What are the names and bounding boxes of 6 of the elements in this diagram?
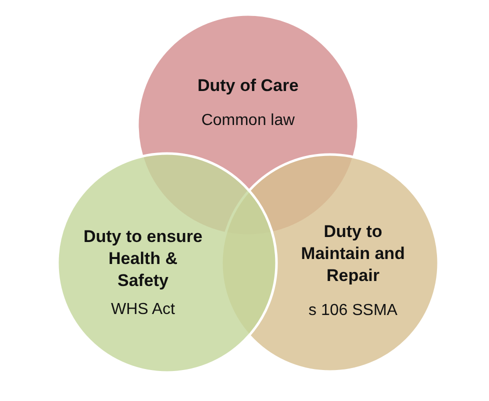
circle-subtitle: s 106 SSMA (308, 301, 398, 321)
circle-heading: Duty to ensure Health & Safety (82, 226, 204, 292)
circle-heading: Duty of Care (196, 75, 300, 97)
circle-subtitle: Common law (200, 111, 296, 131)
circle-subtitle: WHS Act (110, 300, 176, 320)
circle-heading: Duty to Maintain and Repair (300, 221, 406, 287)
